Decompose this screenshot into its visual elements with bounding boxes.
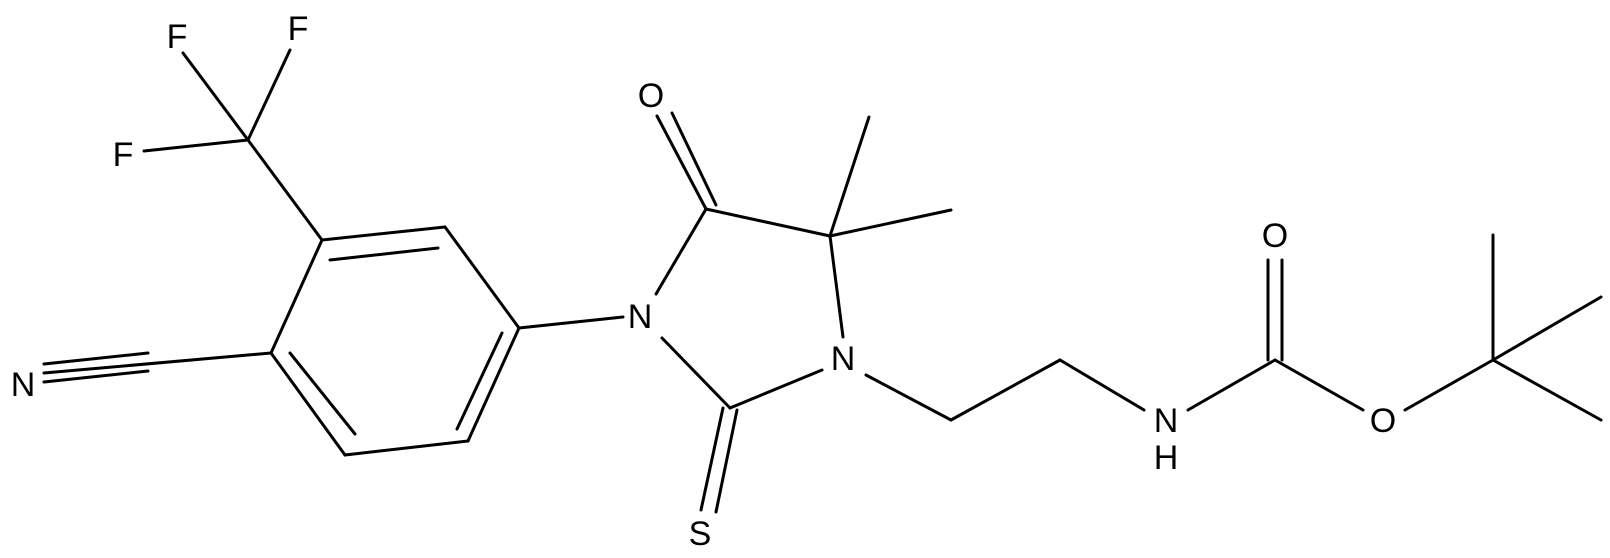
atom-h-amide: H bbox=[1154, 439, 1179, 477]
bond-n-co bbox=[654, 207, 708, 296]
bond-nitrile-1 bbox=[42, 351, 150, 366]
bond-cf3-ring bbox=[246, 138, 324, 242]
atom-f-top-left: F bbox=[167, 18, 188, 56]
bond-oester-ctbu bbox=[1403, 358, 1495, 412]
bond-cs-s-b bbox=[714, 408, 739, 514]
atom-o-carbonyl: O bbox=[1262, 217, 1288, 255]
atom-n-amide: N bbox=[1154, 402, 1179, 440]
bond-ring-c bbox=[466, 326, 521, 443]
bond-nitrile-2 bbox=[42, 351, 273, 375]
bond-ring-b bbox=[443, 225, 521, 330]
atom-s-thione: S bbox=[689, 515, 712, 553]
bond-n-cs bbox=[728, 368, 824, 410]
bond-aryl-n bbox=[517, 315, 625, 330]
atom-f-left: F bbox=[113, 136, 134, 174]
bond-co-o-b bbox=[670, 111, 718, 207]
atom-n-ring-alkyl: N bbox=[831, 340, 856, 378]
bond-c-f1 bbox=[181, 51, 250, 142]
bonds bbox=[42, 48, 1603, 514]
bond-cq-me1 bbox=[828, 115, 871, 238]
atom-o-keto: O bbox=[638, 77, 664, 115]
atom-o-ester: O bbox=[1370, 402, 1396, 440]
atom-labels: F F F N O N N S O O N H bbox=[11, 10, 1397, 553]
atom-n-ring-aryl: N bbox=[628, 298, 653, 336]
bond-nh-c bbox=[1186, 358, 1277, 412]
atom-n-nitrile: N bbox=[11, 366, 36, 404]
bond-cq-n bbox=[828, 234, 845, 339]
bond-c-f3 bbox=[142, 138, 250, 153]
bond-ch2-ch2 bbox=[949, 358, 1062, 422]
bond-ring-a-inner bbox=[328, 246, 440, 262]
bond-co-cq bbox=[704, 207, 832, 238]
bond-ring-e bbox=[269, 351, 347, 457]
bond-ring-e-inner bbox=[288, 351, 357, 436]
bond-ring-d bbox=[343, 439, 470, 457]
bond-nitrile-3 bbox=[42, 369, 150, 384]
atom-f-top-right: F bbox=[288, 10, 309, 48]
bond-tbu-me3 bbox=[1491, 358, 1603, 422]
bond-tbu-me2 bbox=[1491, 295, 1603, 362]
bond-ring-a bbox=[320, 225, 447, 242]
bond-cs-s-a bbox=[699, 406, 725, 512]
bond-ring-c-inner bbox=[455, 331, 504, 431]
bond-co-o-a bbox=[655, 114, 708, 211]
bond-c-f2 bbox=[246, 48, 292, 142]
bond-cs-n bbox=[660, 336, 732, 410]
bond-cq-me2 bbox=[828, 208, 953, 238]
bond-ch2-nh bbox=[1058, 358, 1146, 412]
bond-ring-f bbox=[269, 238, 324, 355]
bond-n-ch2 bbox=[864, 373, 953, 422]
bond-c-oester bbox=[1273, 358, 1365, 412]
